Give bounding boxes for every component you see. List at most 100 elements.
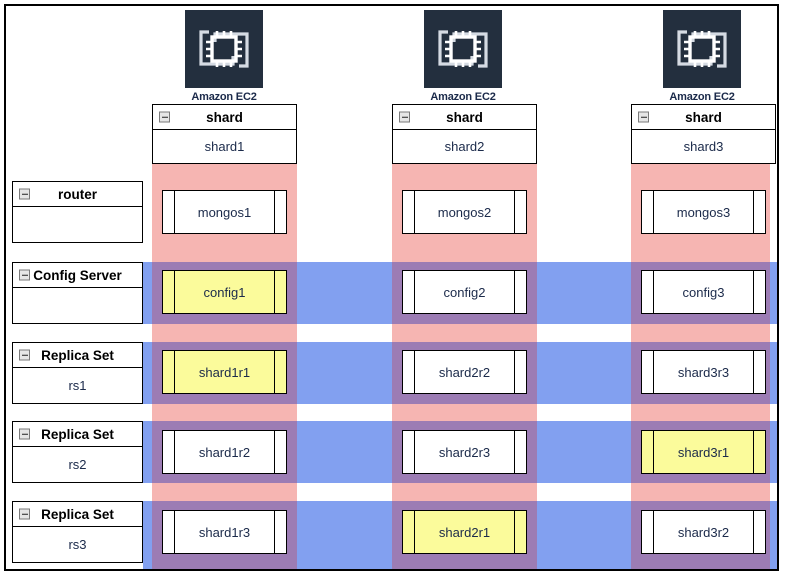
shard-package-body: shard2 [393, 130, 536, 163]
node-left-bar [414, 191, 415, 233]
node-left-bar [174, 511, 175, 553]
shard-package-title: shard [206, 109, 243, 125]
node-right-bar [514, 271, 515, 313]
node-label: config3 [682, 284, 725, 300]
node-label: mongos1 [197, 204, 252, 220]
collapse-minus-icon[interactable] [19, 508, 30, 520]
row-package-body: rs1 [13, 368, 142, 403]
node-left-bar [174, 271, 175, 313]
node-mongos3[interactable]: mongos3 [641, 190, 766, 234]
amazon-ec2-caption: Amazon EC2 [669, 91, 735, 103]
shard-package-header: shard [632, 105, 775, 130]
node-shard3r1[interactable]: shard3r1 [641, 430, 766, 474]
node-label: shard2r1 [438, 524, 491, 540]
node-mongos1[interactable]: mongos1 [162, 190, 287, 234]
row-package-rs3[interactable]: Replica Set rs3 [12, 501, 143, 563]
shard-package-name: shard1 [204, 139, 245, 154]
row-package-body: rs3 [13, 527, 142, 562]
row-package-header: Replica Set [13, 343, 142, 368]
node-label: config2 [443, 284, 486, 300]
row-package-title: Config Server [33, 267, 122, 283]
node-config3[interactable]: config3 [641, 270, 766, 314]
node-label: mongos3 [676, 204, 731, 220]
node-shard3r2[interactable]: shard3r2 [641, 510, 766, 554]
node-config1[interactable]: config1 [162, 270, 287, 314]
node-left-bar [653, 351, 654, 393]
node-label: shard3r3 [677, 364, 730, 380]
shard-package-body: shard3 [632, 130, 775, 163]
node-right-bar [274, 271, 275, 313]
shard-package-header: shard [393, 105, 536, 130]
node-label: shard2r2 [438, 364, 491, 380]
diagram-frame [4, 4, 779, 571]
node-right-bar [753, 511, 754, 553]
collapse-minus-icon[interactable] [638, 111, 649, 123]
row-package-name: rs1 [68, 378, 87, 393]
shard-package-3[interactable]: shard shard3 [631, 104, 776, 164]
node-left-bar [174, 431, 175, 473]
row-package-title: Replica Set [41, 506, 114, 522]
collapse-minus-icon[interactable] [159, 111, 170, 123]
node-shard1r3[interactable]: shard1r3 [162, 510, 287, 554]
node-right-bar [753, 351, 754, 393]
row-package-title: Replica Set [41, 347, 114, 363]
row-package-title: router [57, 186, 97, 202]
node-right-bar [274, 191, 275, 233]
shard-package-title: shard [446, 109, 483, 125]
row-package-config-server[interactable]: Config Server [12, 262, 143, 324]
collapse-minus-icon[interactable] [19, 188, 30, 200]
collapse-minus-icon[interactable] [19, 428, 30, 440]
node-label: mongos2 [437, 204, 492, 220]
shard-package-2[interactable]: shard shard2 [392, 104, 537, 164]
collapse-minus-icon[interactable] [19, 349, 30, 361]
node-left-bar [174, 351, 175, 393]
node-left-bar [174, 191, 175, 233]
collapse-minus-icon[interactable] [399, 111, 410, 123]
node-shard2r1[interactable]: shard2r1 [402, 510, 527, 554]
node-shard1r1[interactable]: shard1r1 [162, 350, 287, 394]
row-package-rs2[interactable]: Replica Set rs2 [12, 421, 143, 483]
node-left-bar [653, 191, 654, 233]
node-config2[interactable]: config2 [402, 270, 527, 314]
row-package-router[interactable]: router [12, 181, 143, 243]
row-package-title: Replica Set [41, 426, 114, 442]
node-shard2r2[interactable]: shard2r2 [402, 350, 527, 394]
amazon-ec2-icon [663, 10, 741, 88]
node-right-bar [514, 431, 515, 473]
node-label: shard1r1 [198, 364, 251, 380]
node-right-bar [753, 271, 754, 313]
node-mongos2[interactable]: mongos2 [402, 190, 527, 234]
node-left-bar [653, 511, 654, 553]
amazon-ec2-icon [185, 10, 263, 88]
amazon-ec2-caption: Amazon EC2 [191, 91, 257, 103]
node-left-bar [414, 351, 415, 393]
row-package-name: rs2 [68, 457, 87, 472]
shard-package-1[interactable]: shard shard1 [152, 104, 297, 164]
node-left-bar [414, 271, 415, 313]
node-right-bar [753, 191, 754, 233]
node-label: shard3r2 [677, 524, 730, 540]
shard-package-name: shard3 [683, 139, 724, 154]
node-right-bar [514, 351, 515, 393]
shard-package-header: shard [153, 105, 296, 130]
row-package-header: router [13, 182, 142, 207]
row-package-header: Config Server [13, 263, 142, 288]
node-right-bar [514, 191, 515, 233]
node-label: shard1r2 [198, 444, 251, 460]
node-shard2r3[interactable]: shard2r3 [402, 430, 527, 474]
amazon-ec2-icon [424, 10, 502, 88]
row-package-rs1[interactable]: Replica Set rs1 [12, 342, 143, 404]
shard-package-title: shard [685, 109, 722, 125]
node-right-bar [274, 511, 275, 553]
node-label: shard2r3 [438, 444, 491, 460]
row-package-header: Replica Set [13, 422, 142, 447]
node-shard3r3[interactable]: shard3r3 [641, 350, 766, 394]
row-package-name: rs3 [68, 537, 87, 552]
node-right-bar [753, 431, 754, 473]
node-right-bar [274, 431, 275, 473]
node-shard1r2[interactable]: shard1r2 [162, 430, 287, 474]
node-right-bar [274, 351, 275, 393]
shard-package-name: shard2 [444, 139, 485, 154]
collapse-minus-icon[interactable] [19, 269, 30, 281]
